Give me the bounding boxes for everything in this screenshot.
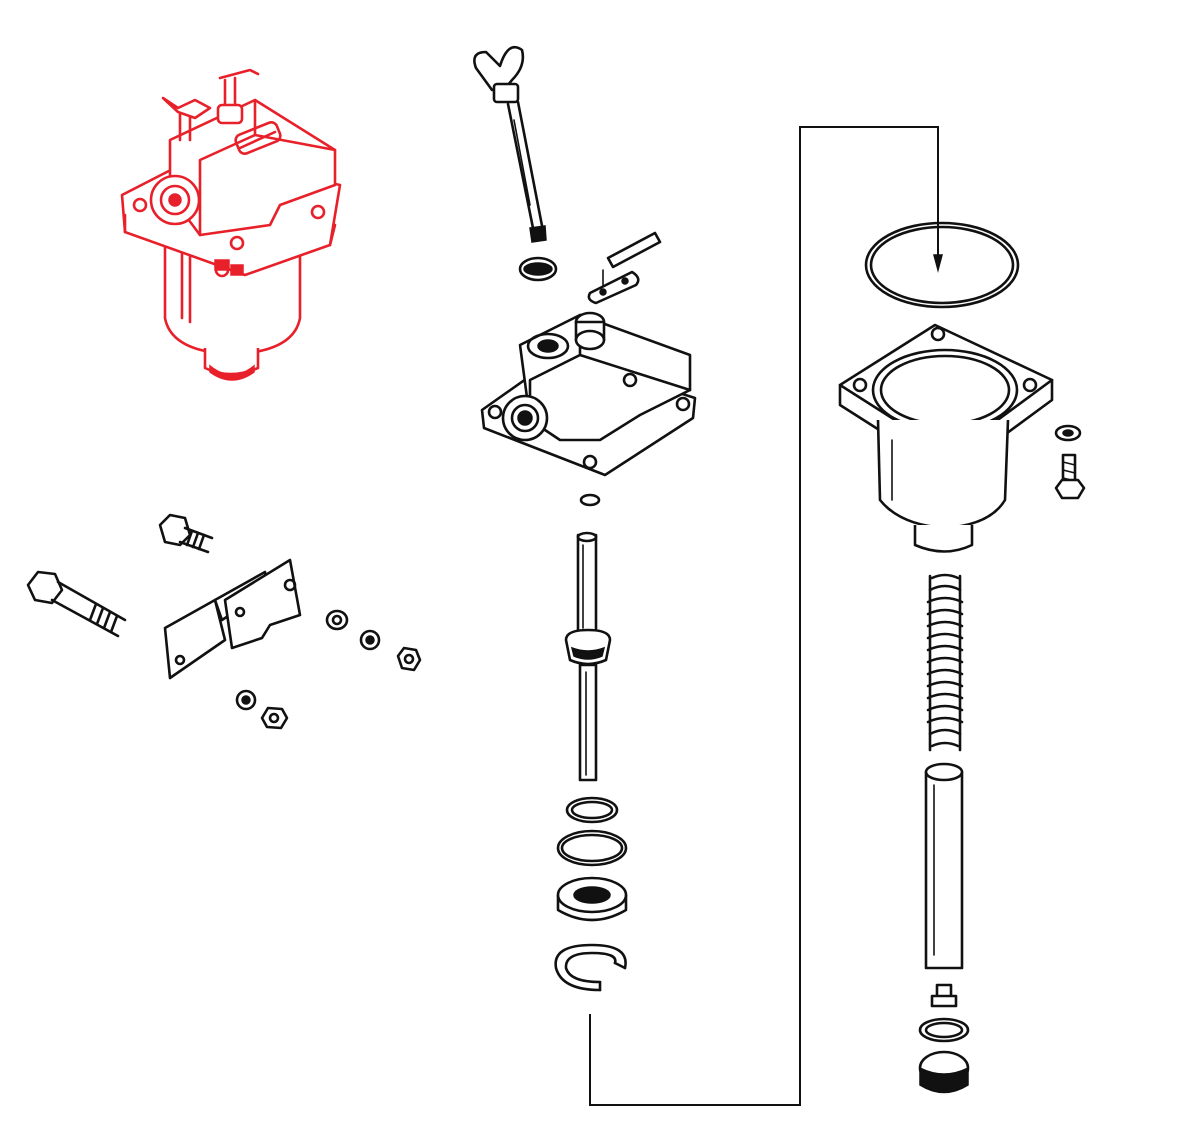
plug-o-ring[interactable]: [918, 1017, 970, 1043]
lock-washer[interactable]: [359, 629, 381, 651]
snap-ring[interactable]: [554, 943, 627, 992]
leader-line-bowl: [589, 126, 943, 1106]
slotted-plate[interactable]: [587, 269, 640, 305]
valve-stem[interactable]: [564, 531, 612, 782]
hex-nut-lower[interactable]: [260, 706, 289, 730]
filter-bowl[interactable]: [838, 323, 1054, 553]
o-ring-large[interactable]: [556, 829, 628, 867]
drain-bolt[interactable]: [1054, 453, 1086, 500]
filter-assembly-highlighted[interactable]: [120, 68, 342, 381]
center-tube[interactable]: [924, 762, 964, 970]
bowl-gasket[interactable]: [864, 221, 1020, 309]
sealing-washer-small[interactable]: [518, 256, 558, 282]
o-ring-tiny[interactable]: [579, 493, 601, 507]
hex-bolt-long[interactable]: [26, 570, 127, 638]
hex-bolt-short[interactable]: [158, 513, 214, 554]
drain-washer-small[interactable]: [1054, 424, 1082, 442]
drain-plug[interactable]: [918, 1050, 970, 1094]
o-ring-upper[interactable]: [565, 796, 619, 824]
seal-bushing[interactable]: [556, 876, 628, 922]
pin[interactable]: [606, 231, 662, 269]
plug-pin[interactable]: [930, 983, 958, 1008]
lock-washer-lower[interactable]: [235, 689, 257, 711]
filter-head[interactable]: [480, 311, 697, 477]
mounting-bracket[interactable]: [163, 558, 302, 680]
hex-nut[interactable]: [396, 646, 422, 672]
wing-screw[interactable]: [473, 45, 547, 243]
flat-washer[interactable]: [325, 609, 349, 631]
compression-spring[interactable]: [926, 573, 964, 752]
